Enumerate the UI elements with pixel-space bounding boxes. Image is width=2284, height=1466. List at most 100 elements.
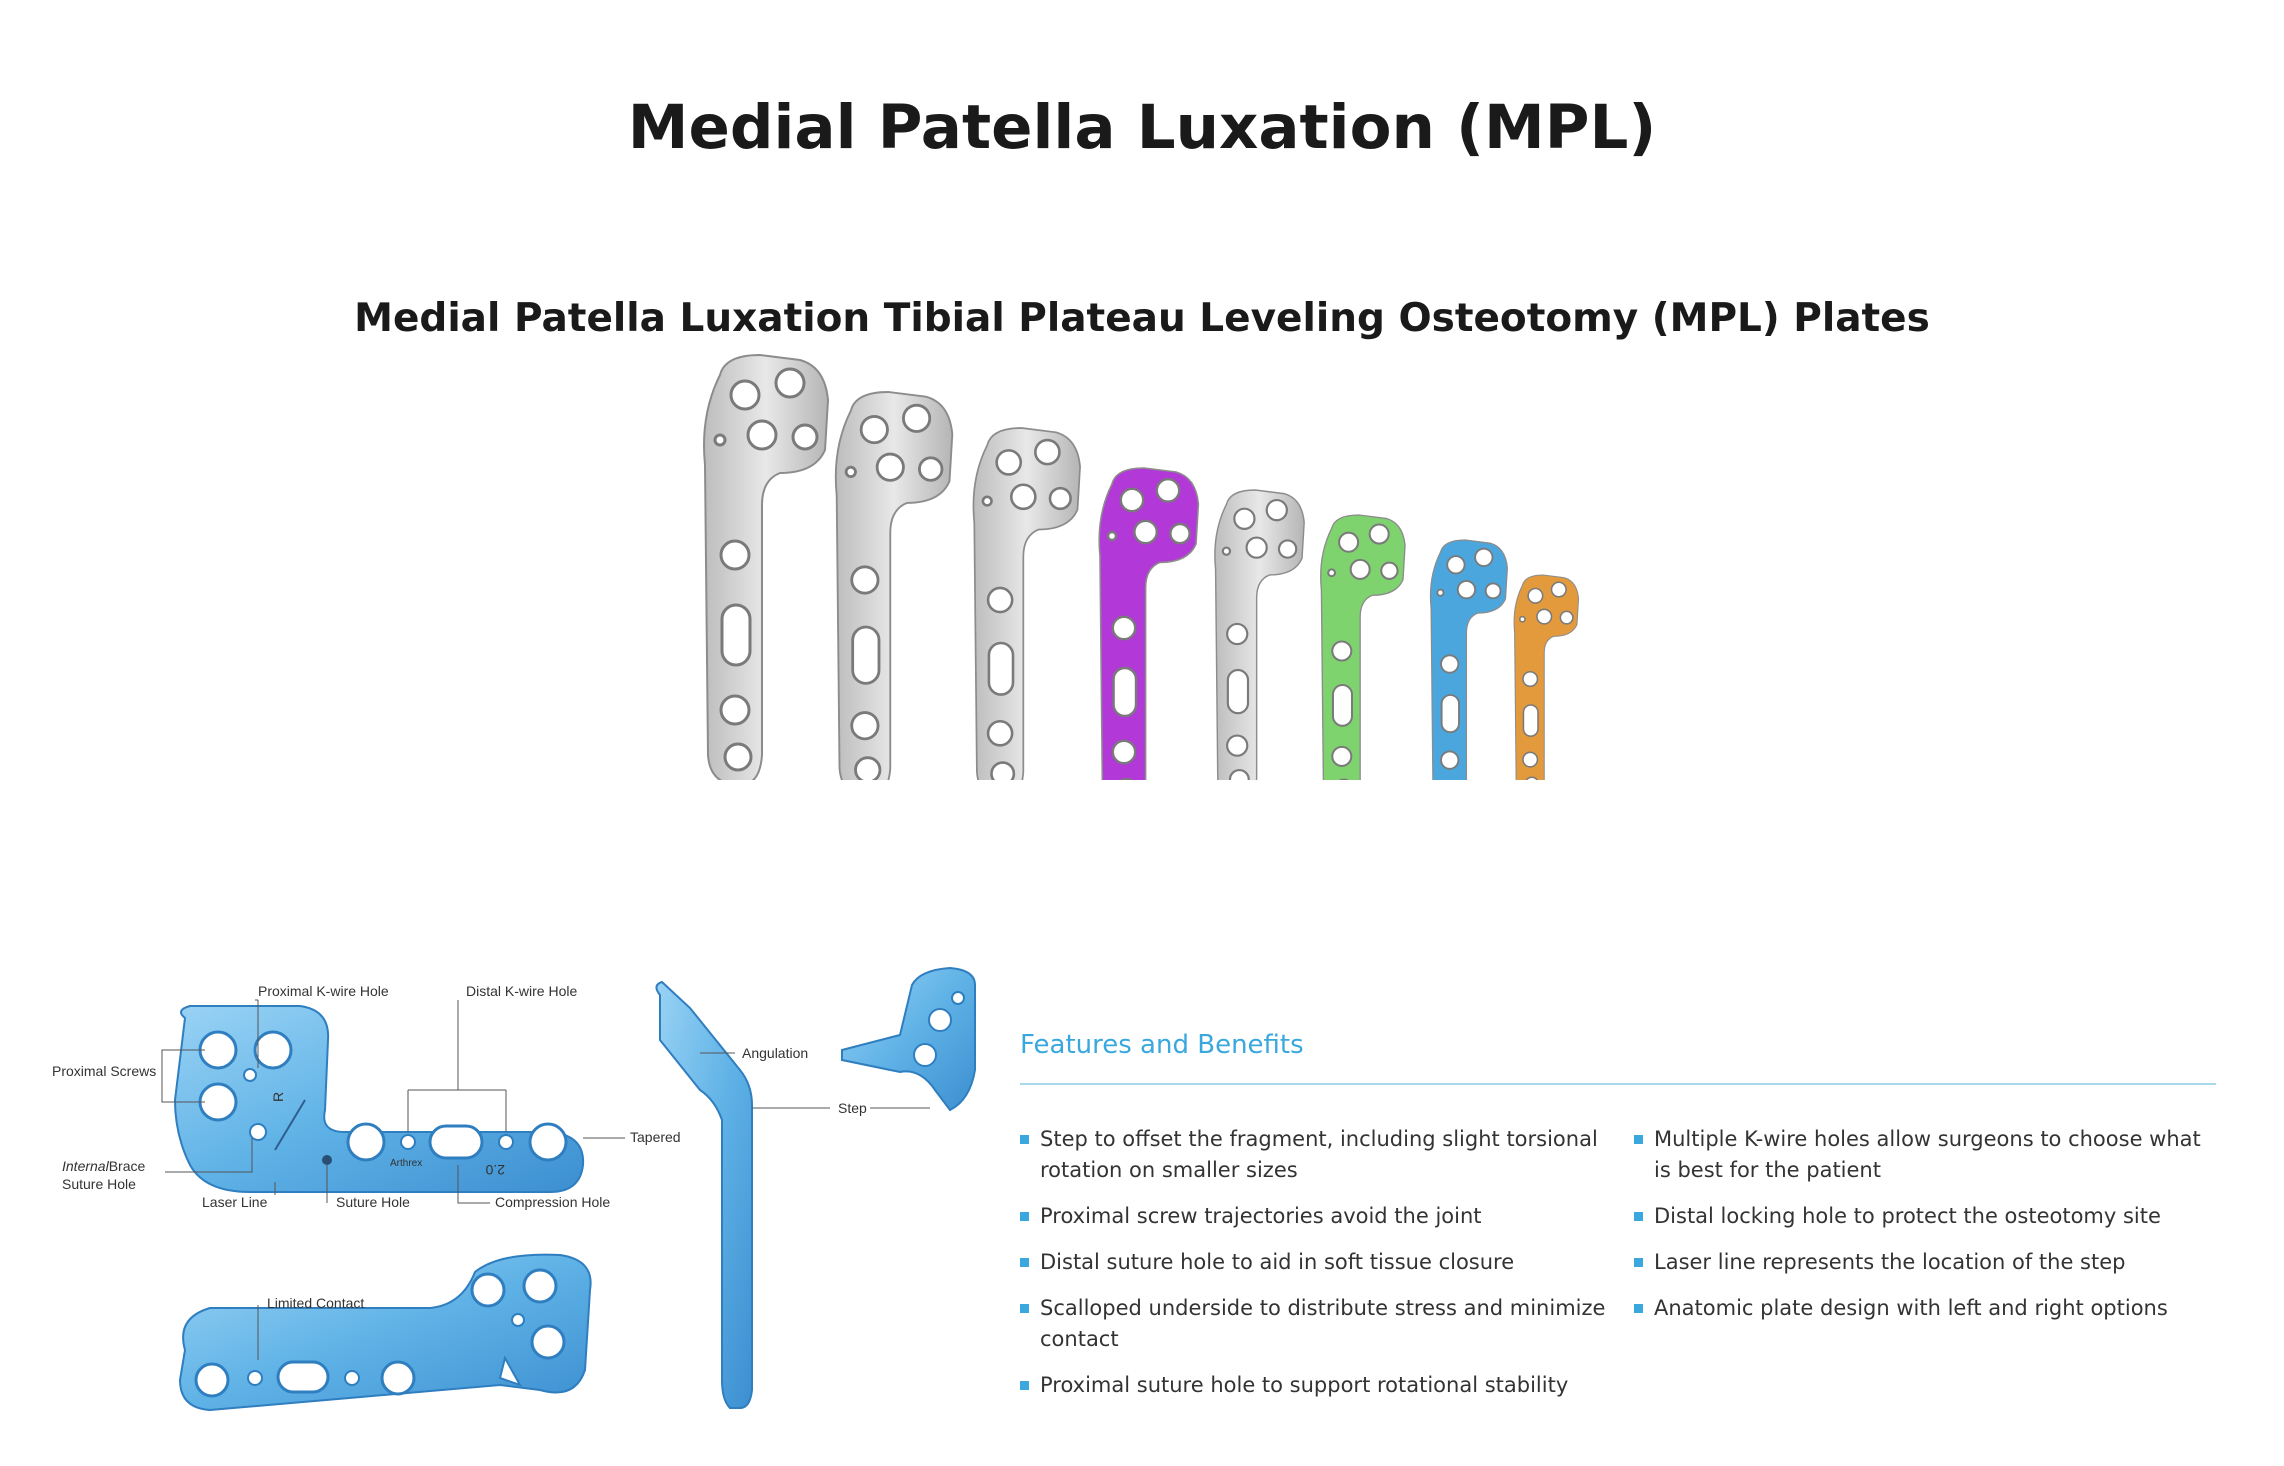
plate-hole [1331, 745, 1353, 767]
label-laser-line: Laser Line [202, 1194, 268, 1210]
feature-item: Proximal screw trajectories avoid the jo… [1020, 1201, 1620, 1232]
label-suture-hole: Suture Hole [336, 1194, 410, 1210]
plate-hole [723, 742, 753, 772]
feature-item: Proximal suture hole to support rotation… [1020, 1370, 1620, 1401]
plate-2 [834, 391, 954, 780]
plate-hole [902, 403, 932, 433]
plate-hole [1245, 536, 1268, 559]
plate-hole [719, 539, 751, 571]
plate-hole [1331, 640, 1353, 662]
plate-hole [1226, 622, 1249, 646]
label-step: Step [838, 1100, 867, 1116]
feature-text: Laser line represents the location of th… [1654, 1250, 2126, 1274]
feature-text: Proximal screw trajectories avoid the jo… [1040, 1204, 1482, 1228]
plate-hole [1169, 522, 1191, 545]
plate-hole [1221, 546, 1232, 556]
plate-hole [791, 423, 819, 451]
plate-slot [851, 625, 881, 685]
plate-hole [1440, 750, 1460, 770]
plate-hole [1559, 610, 1574, 625]
plate-hole [719, 694, 751, 726]
plate-hole [1034, 438, 1061, 466]
step-detail-plate [841, 966, 976, 1112]
bullet-icon [1634, 1135, 1643, 1144]
feature-text: Proximal suture hole to support rotation… [1040, 1373, 1569, 1397]
plate-hole [995, 449, 1023, 476]
label-limited-contact: Limited Contact [267, 1295, 364, 1311]
bullet-icon [1020, 1381, 1029, 1390]
features-title: Features and Benefits [1020, 1030, 1304, 1060]
label-internal-brace: InternalBrace [62, 1158, 145, 1174]
plate-slot [987, 641, 1015, 696]
bullet-icon [1020, 1212, 1029, 1221]
label-distal-kwire-hole: Distal K-wire Hole [466, 983, 577, 999]
plate-hole [1233, 507, 1256, 530]
plate-hole [1522, 751, 1539, 768]
plate-size-mark: 2.0 [485, 1162, 505, 1178]
features-divider [1020, 1083, 2216, 1085]
label-compression-hole: Compression Hole [495, 1194, 610, 1210]
plate-hole [1440, 654, 1460, 674]
plate-hole [1226, 734, 1249, 757]
plate-hole [1436, 588, 1445, 597]
plate-hole [1550, 581, 1567, 598]
bullet-icon [1020, 1258, 1029, 1267]
plate-slot [1112, 666, 1138, 718]
plate-hole [1048, 486, 1072, 511]
plate-hole [1368, 523, 1390, 545]
plate-hole [1133, 519, 1159, 545]
plate-hole [850, 565, 880, 595]
plate-hole [1009, 483, 1037, 511]
plate-slot [1226, 668, 1250, 715]
page-title: Medial Patella Luxation (MPL) [627, 92, 1657, 163]
plate-hole [1265, 498, 1288, 522]
feature-text: Step to offset the fragment, including s… [1040, 1127, 1598, 1182]
plate-hole [729, 379, 761, 411]
plate-hole [981, 495, 993, 507]
plate-diagram: R 2.0 Arthrex Proximal K-wire Hole Dista… [52, 966, 976, 1412]
plate-7 [1429, 539, 1508, 780]
plates-row [703, 353, 1580, 780]
plate-hole [1106, 530, 1118, 542]
plate-hole [774, 367, 806, 399]
plate-brand-mark: Arthrex [390, 1158, 422, 1169]
bullet-icon [1634, 1304, 1643, 1313]
plate-hole [1527, 587, 1544, 604]
underside-plate [178, 1253, 592, 1412]
plate-letter: R [270, 1092, 286, 1102]
plate-hole [1228, 769, 1250, 780]
label-angulation: Angulation [742, 1045, 808, 1061]
plate-hole [1277, 539, 1298, 559]
plate-hole [918, 456, 944, 482]
feature-item: Step to offset the fragment, including s… [1020, 1124, 1620, 1186]
features-list-left: Step to offset the fragment, including s… [1020, 1124, 1620, 1416]
feature-item: Distal suture hole to aid in soft tissue… [1020, 1247, 1620, 1278]
plate-hole [1525, 776, 1539, 780]
plate-hole [990, 761, 1016, 780]
plate-hole [850, 711, 880, 741]
features-list-right: Multiple K-wire holes allow surgeons to … [1634, 1124, 2224, 1339]
plate-3 [972, 427, 1081, 780]
plate-hole [1349, 558, 1371, 580]
feature-text: Scalloped underside to distribute stress… [1040, 1296, 1606, 1351]
plate-hole [986, 719, 1014, 747]
label-internal-brace-italic: Internal [62, 1158, 110, 1174]
plate-hole [1327, 568, 1337, 578]
plate-hole [1380, 561, 1399, 580]
plate-hole [1522, 670, 1539, 688]
plate-5 [1214, 489, 1305, 780]
feature-item: Laser line represents the location of th… [1634, 1247, 2224, 1278]
plate-slot [1522, 704, 1539, 737]
plate-hole [1111, 739, 1137, 765]
plate-hole [1536, 608, 1553, 625]
plate-slot [720, 603, 752, 667]
bullet-icon [1634, 1258, 1643, 1267]
feature-item: Distal locking hole to protect the osteo… [1634, 1201, 2224, 1232]
bullet-icon [1020, 1135, 1029, 1144]
plate-hole [859, 415, 889, 445]
plate-hole [1155, 478, 1181, 503]
bullet-icon [1634, 1212, 1643, 1221]
plate-hole [1519, 615, 1526, 623]
plate-4 [1098, 467, 1200, 780]
label-tapered: Tapered [630, 1129, 681, 1145]
